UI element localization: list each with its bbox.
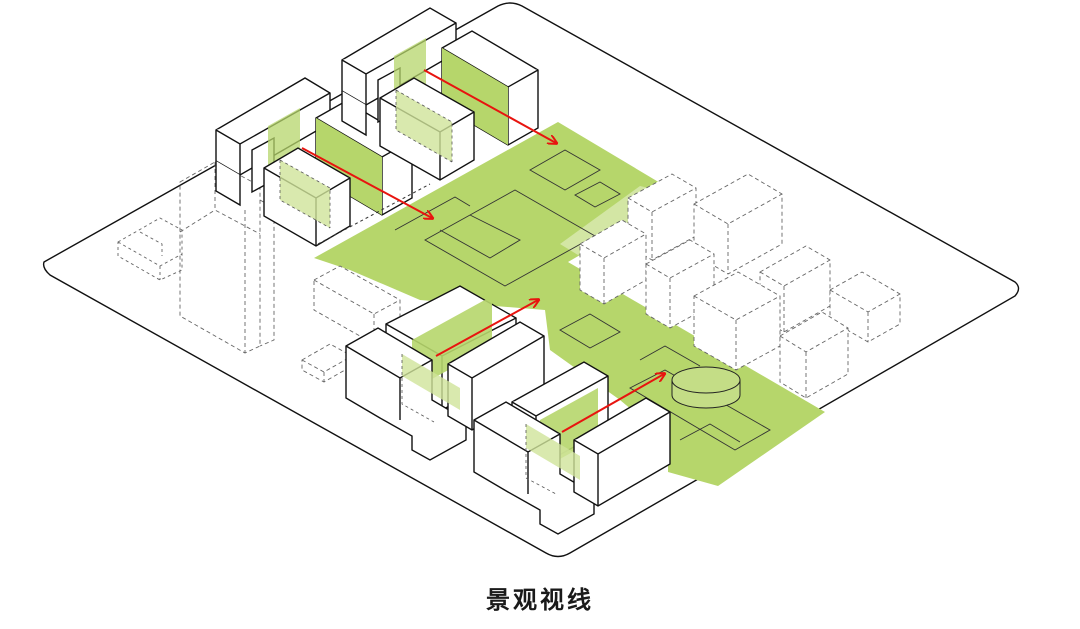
central-lowrise-blocks [301, 265, 401, 383]
right-residential-blocks [579, 173, 901, 399]
diagram-caption: 景观视线 [486, 586, 594, 614]
pavilion-rotunda [671, 366, 741, 409]
view-corridors [301, 69, 664, 433]
dashed-lowrise-left [117, 217, 183, 281]
tower-group-bottom-right [473, 361, 671, 535]
tower-group-top-right [341, 7, 539, 181]
view-arrow-2 [301, 147, 432, 218]
view-arrow-1 [423, 69, 556, 143]
view-arrow-3 [435, 300, 538, 357]
view-arrow-4 [561, 374, 664, 433]
